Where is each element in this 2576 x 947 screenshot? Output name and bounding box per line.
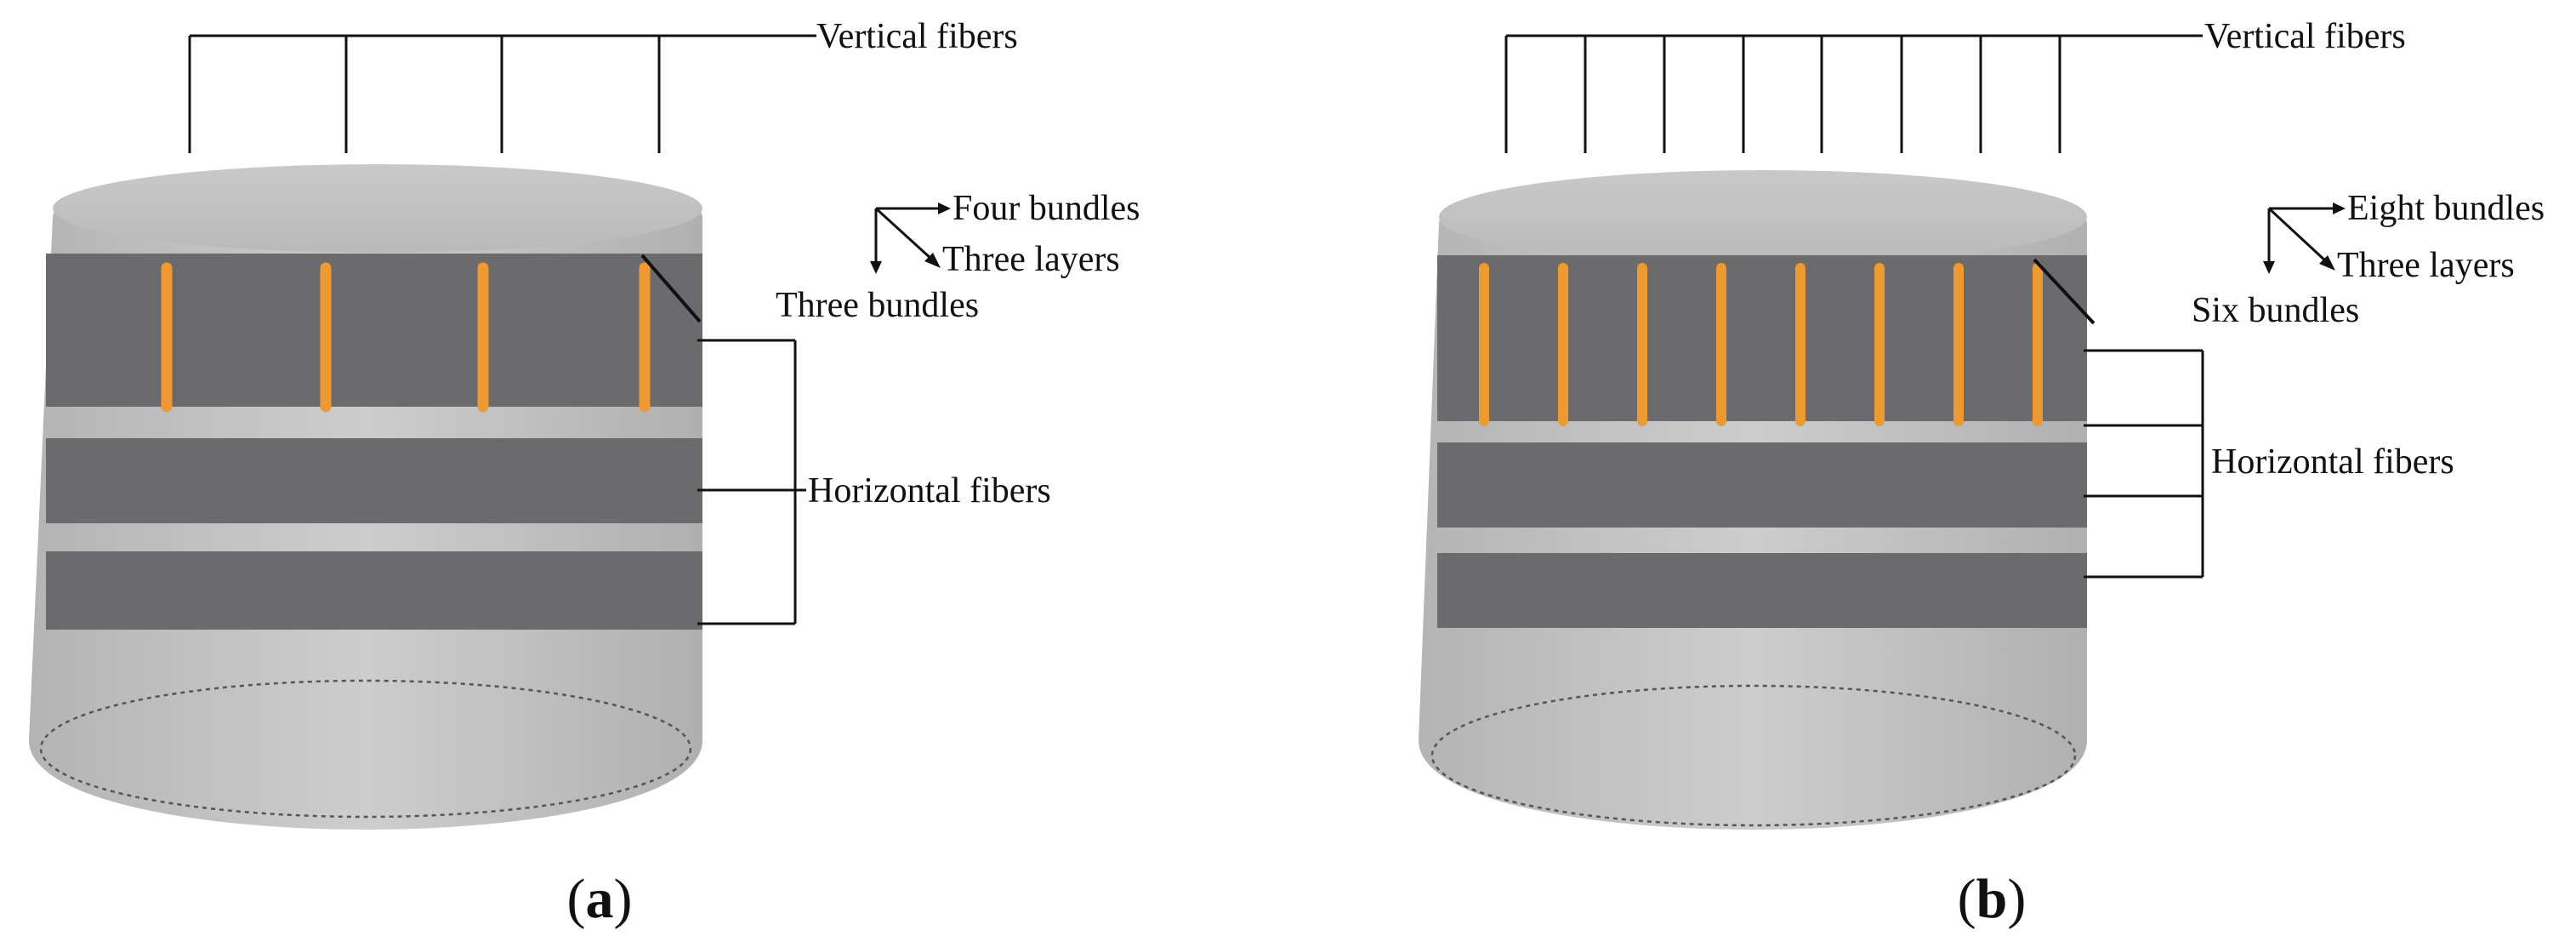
panel-caption-a: (a) xyxy=(567,868,633,930)
panel-caption-b: (b) xyxy=(1958,868,2027,930)
panel-b: Vertical fibers Eight bundles Three laye… xyxy=(1419,17,2545,930)
direction-label-eight-bundles: Eight bundles xyxy=(2347,189,2545,228)
fiber-pointer-line xyxy=(640,254,702,323)
horizontal-fibers-bracket xyxy=(2084,349,2204,579)
horizontal-fiber-bundle xyxy=(63,317,698,357)
horizontal-fiber-bundle xyxy=(73,482,698,504)
cylinder-base-outline xyxy=(39,679,692,819)
direction-indicator xyxy=(870,203,951,274)
direction-label-three-layers: Three layers xyxy=(2337,246,2515,285)
fiber-layer-band xyxy=(1437,553,2087,628)
fiber-layer-band xyxy=(46,254,702,407)
horizontal-fiber-bundle xyxy=(1451,314,2087,352)
fiber-layer-band xyxy=(46,438,702,523)
direction-label-three-bundles: Three bundles xyxy=(776,286,979,325)
horizontal-fiber-bundles xyxy=(63,317,699,628)
vertical-fibers-label: Vertical fibers xyxy=(2204,17,2406,56)
horizontal-fibers-label: Horizontal fibers xyxy=(808,471,1051,511)
cylinder-top xyxy=(53,164,702,253)
horizontal-fiber-bundle xyxy=(1458,386,2089,425)
vertical-fibers-leader xyxy=(188,34,816,153)
direction-label-six-bundles: Six bundles xyxy=(2192,291,2359,330)
vertical-fibers-label: Vertical fibers xyxy=(816,17,1018,56)
vertical-fibers-leader xyxy=(1504,34,2203,153)
horizontal-fibers-bracket xyxy=(697,339,806,625)
direction-indicator xyxy=(2263,203,2346,274)
cylinder-base-outline xyxy=(1430,684,2077,827)
fiber-pointer-line xyxy=(2033,258,2095,325)
horizontal-fiber-bundles xyxy=(1451,314,2089,579)
direction-label-three-layers: Three layers xyxy=(942,240,1120,279)
horizontal-fibers-label: Horizontal fibers xyxy=(2211,442,2454,482)
cylinder-top xyxy=(1439,170,2087,264)
horizontal-fiber-bundle xyxy=(1470,476,2088,499)
panel-a: Vertical fibers Four bundles Three layer… xyxy=(29,17,1140,930)
direction-label-four-bundles: Four bundles xyxy=(952,189,1140,228)
